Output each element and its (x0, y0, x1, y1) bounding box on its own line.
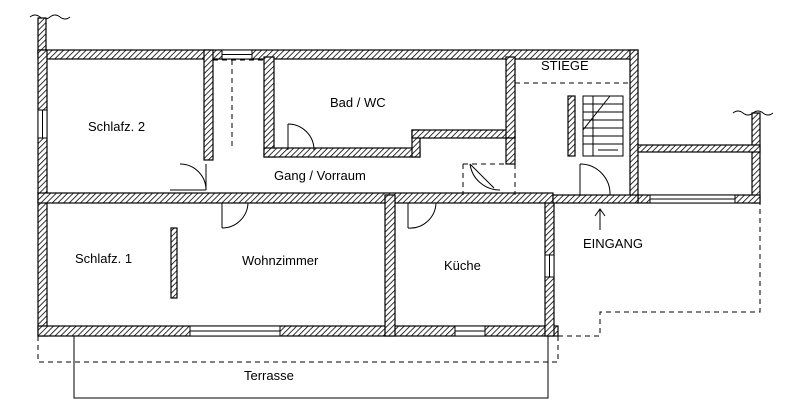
wall-bad-bottom-left (263, 147, 421, 158)
door-bad (287, 123, 315, 151)
wall-mid-left (37, 192, 554, 204)
wall-right-stub (751, 112, 761, 204)
wall-schlafz2-right (203, 49, 214, 161)
label-terrasse: Terrasse (244, 368, 294, 383)
label-gang: Gang / Vorraum (274, 168, 366, 183)
door-schlafz2 (170, 163, 207, 191)
entrance-arrow (594, 208, 606, 230)
ground-break-left (29, 14, 71, 20)
wall-bad-stub (505, 137, 516, 165)
label-stiege: STIEGE (541, 58, 589, 73)
terrace-dashed-outline (37, 203, 761, 363)
wall-wohnzimmer-right (384, 194, 396, 337)
wall-stair-spine (567, 95, 576, 157)
staircase (582, 95, 624, 157)
wall-bad-left (263, 56, 275, 158)
label-bad-wc: Bad / WC (330, 95, 386, 110)
wall-bottom (37, 325, 559, 337)
door-kueche (407, 202, 437, 229)
wall-right-main (629, 49, 639, 201)
label-kueche: Küche (444, 258, 481, 273)
wall-bad-right (505, 56, 516, 139)
wall-mid-right (552, 194, 639, 204)
wall-annex-top (637, 144, 761, 153)
door-gang-right (469, 163, 501, 191)
door-entrance (579, 163, 611, 196)
label-schlafz1: Schlafz. 1 (75, 251, 132, 266)
label-schlafz2: Schlafz. 2 (88, 119, 145, 134)
wall-schlafz1-partition (170, 227, 178, 299)
terrace-solid-outline (73, 336, 549, 399)
wall-bad-bottom-right (411, 129, 516, 139)
label-eingang: EINGANG (583, 236, 643, 251)
door-wohnzimmer (221, 202, 249, 229)
wall-left-stub (37, 17, 47, 55)
label-wohnzimmer: Wohnzimmer (242, 253, 319, 268)
